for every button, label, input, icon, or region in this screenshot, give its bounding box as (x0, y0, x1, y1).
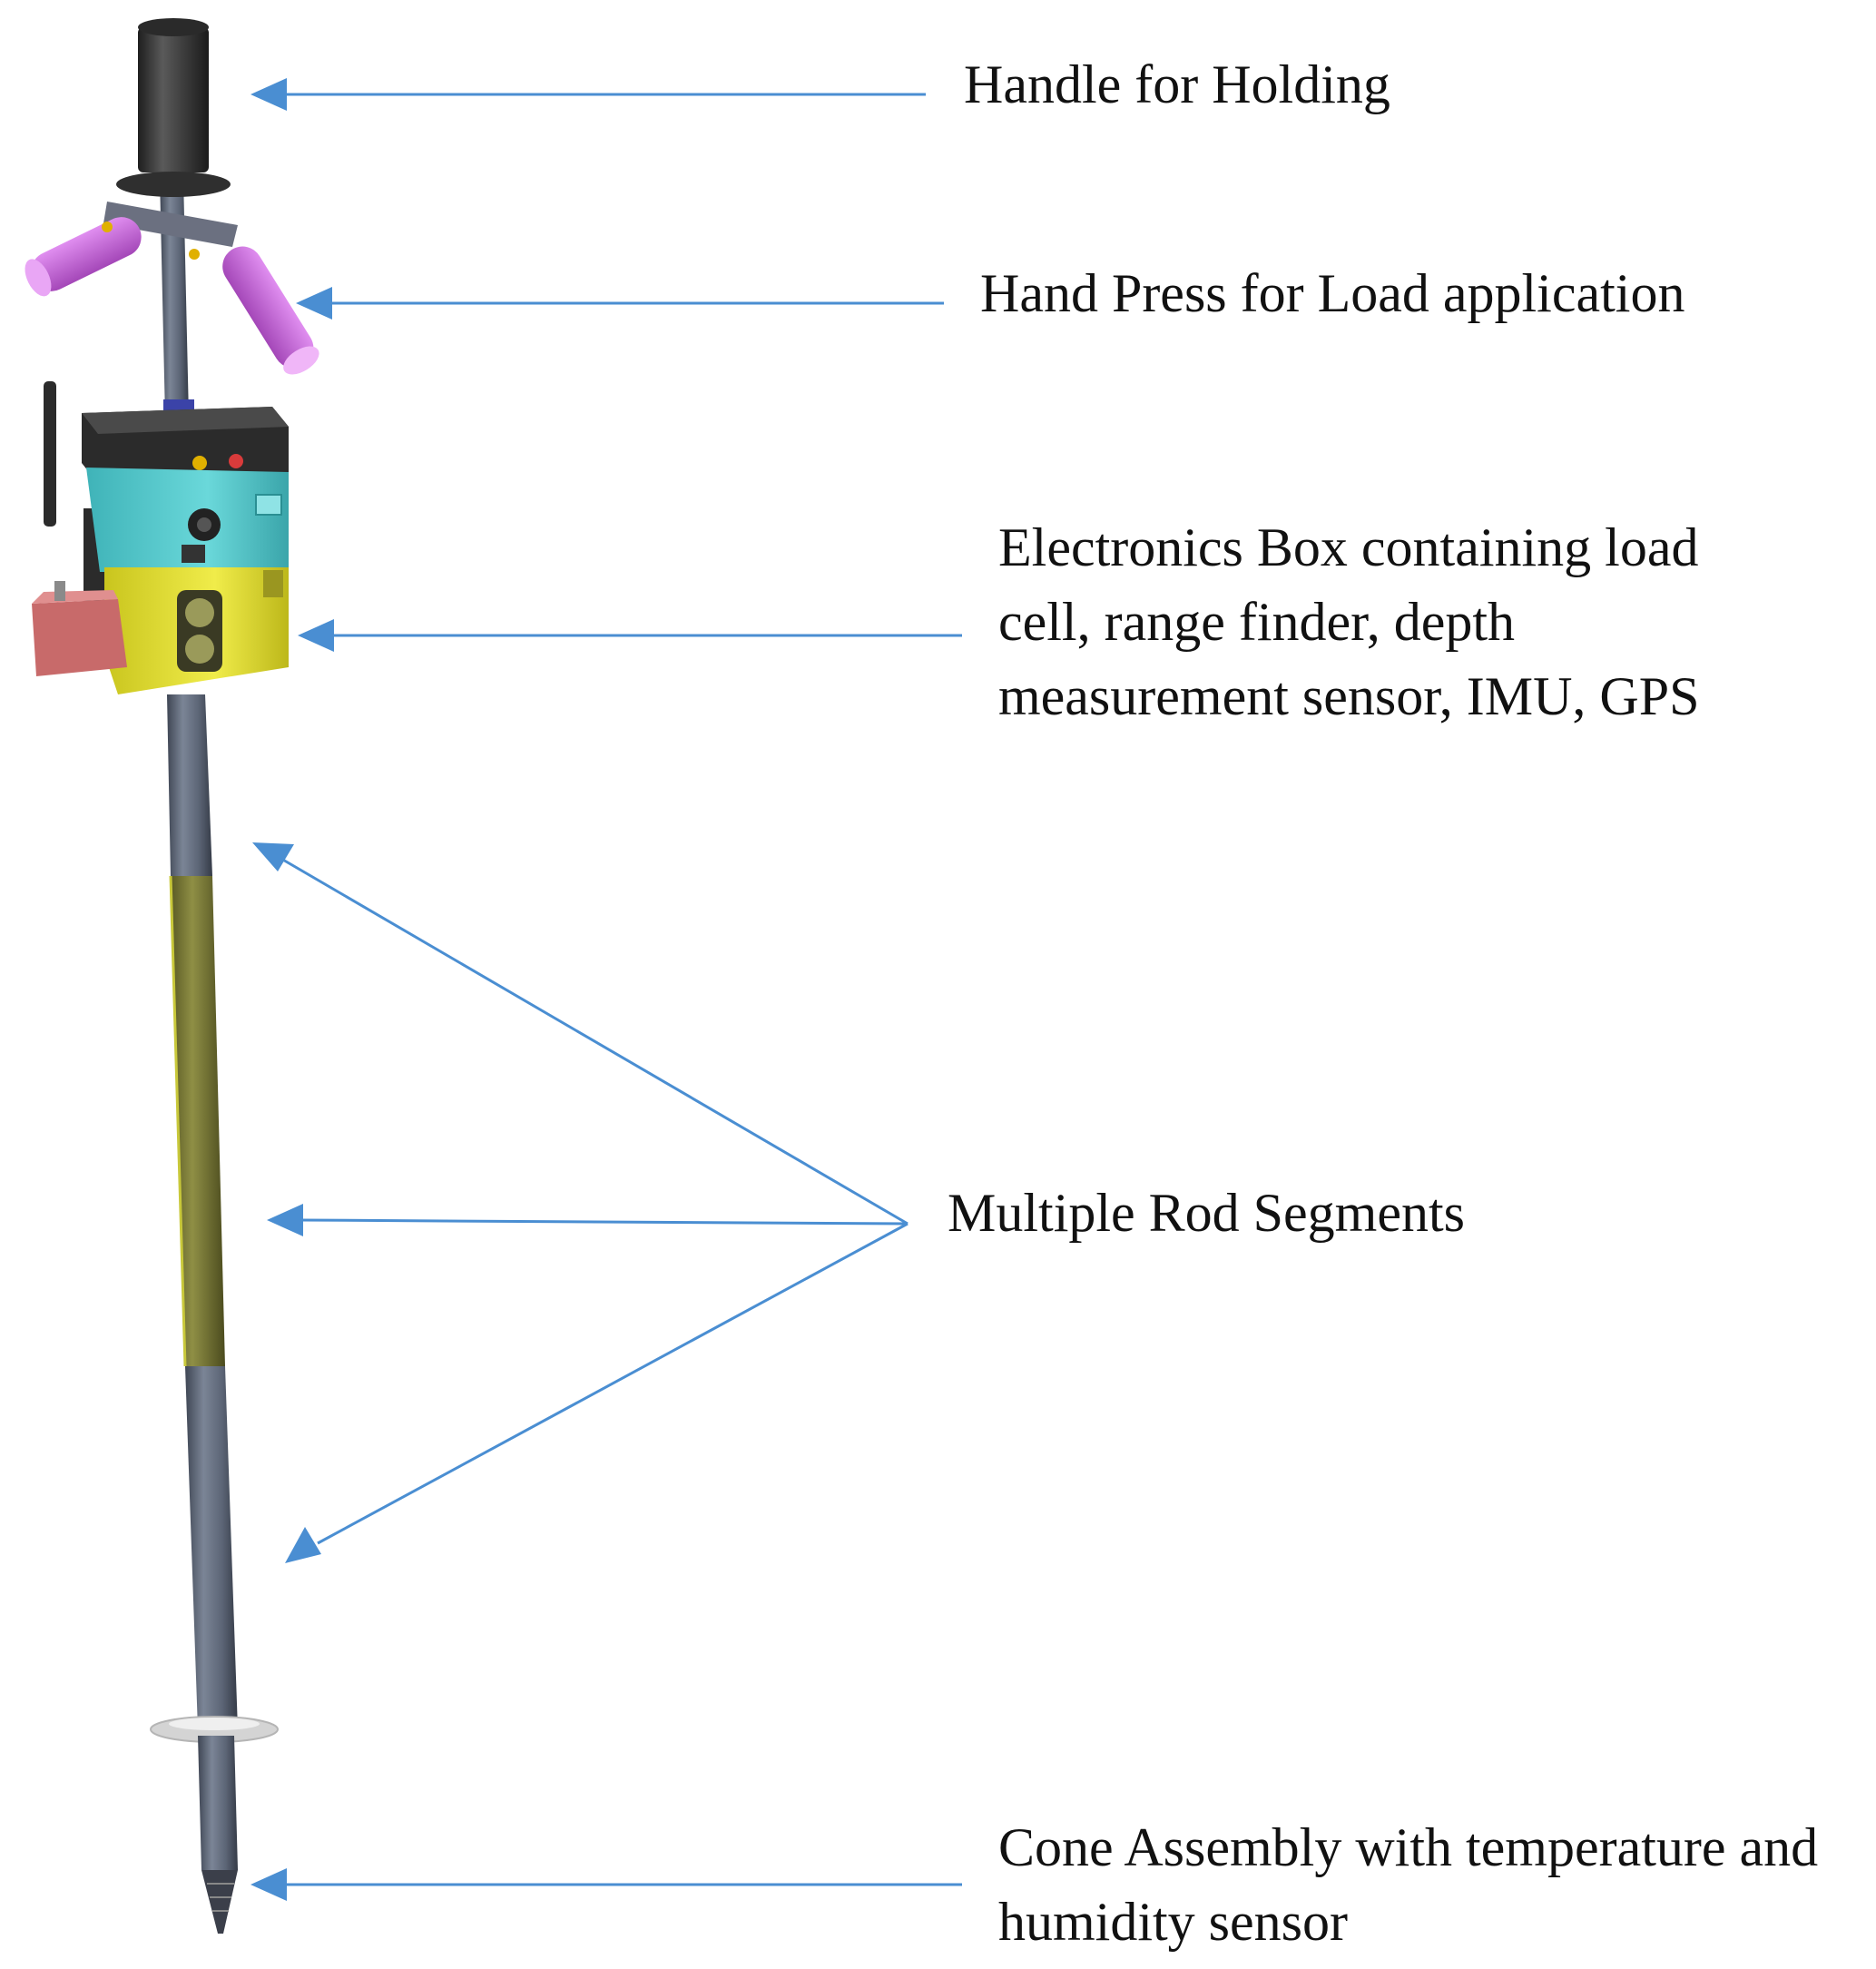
electronics-box-graphic (32, 381, 289, 694)
rod-segment-1 (167, 694, 212, 876)
label-electronics-line-3: measurement sensor, IMU, GPS (998, 666, 1700, 726)
label-rod-segments: Multiple Rod Segments (948, 1176, 1465, 1250)
label-hand-press: Hand Press for Load application (980, 256, 1684, 330)
label-electronics-line-2: cell, range finder, depth (998, 592, 1516, 652)
rod-segment-3 (185, 1366, 238, 1729)
arrow-cone-assembly (250, 1868, 962, 1901)
handle-flange (116, 172, 231, 197)
label-hand-press-text: Hand Press for Load application (980, 263, 1685, 323)
cone-tip (201, 1870, 238, 1934)
label-cone-line-1: Cone Assembly with temperature and (998, 1817, 1819, 1877)
handle-graphic (116, 18, 231, 197)
label-electronics-box: Electronics Box containing load cell, ra… (998, 510, 1700, 733)
label-handle-text: Handle for Holding (964, 54, 1390, 114)
arrow-rod-middle (267, 1204, 909, 1236)
arrow-hand-press (296, 287, 944, 320)
arrow-rod-upper (252, 842, 909, 1226)
label-rod-segments-text: Multiple Rod Segments (948, 1183, 1465, 1243)
label-cone-line-2: humidity sensor (998, 1892, 1348, 1952)
side-module (32, 599, 127, 676)
antenna (44, 381, 56, 527)
rod-assembly (150, 177, 279, 1934)
arrow-electronics-box (298, 619, 962, 652)
label-electronics-line-1: Electronics Box containing load (998, 517, 1699, 577)
label-handle: Handle for Holding (964, 47, 1390, 122)
rod-segment-2 (171, 876, 225, 1366)
arrow-rod-lower (285, 1222, 909, 1563)
lower-rod (198, 1736, 238, 1870)
arrow-handle (250, 78, 926, 111)
hand-press-graphic (25, 202, 319, 375)
arrows (250, 78, 962, 1901)
label-cone-assembly: Cone Assembly with temperature and humid… (998, 1810, 1818, 1959)
